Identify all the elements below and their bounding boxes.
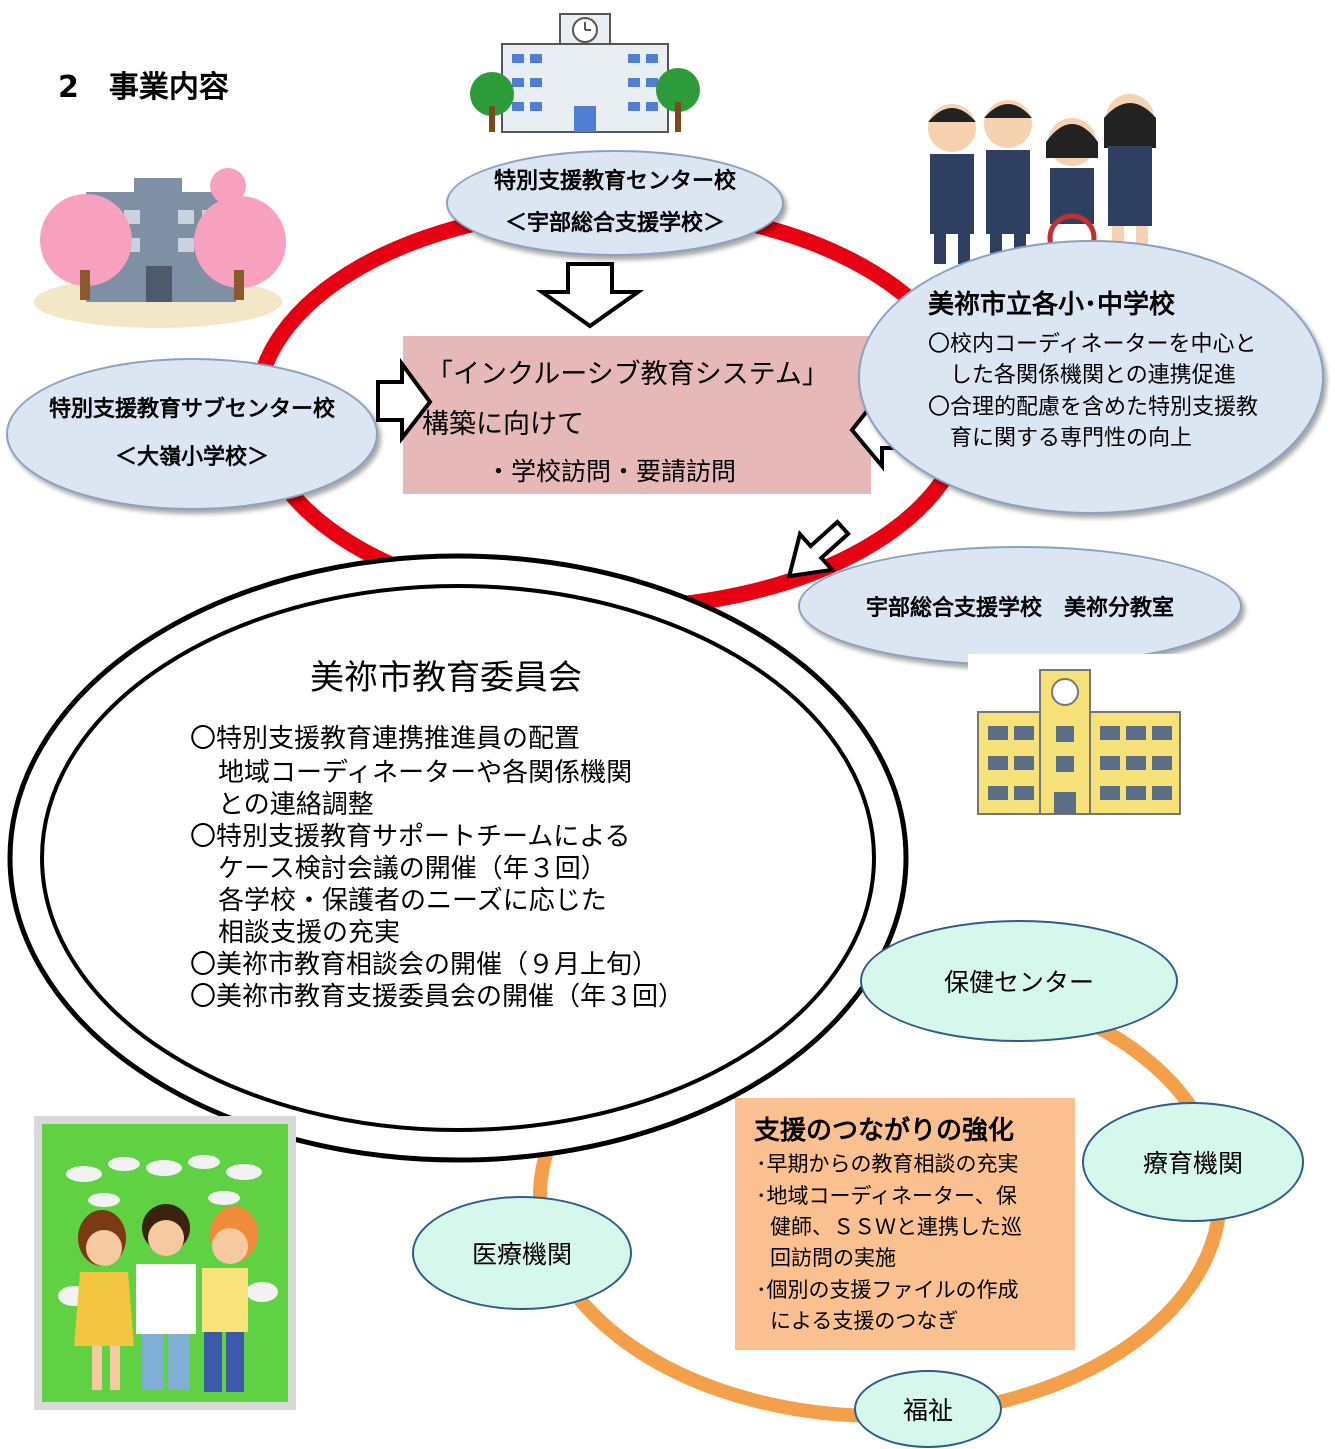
city-schools-item-1: 〇校内コーディネーターを中心と [928,332,1257,357]
diagonal-arrow-icon [786,519,851,579]
health-center-label: 保健センター [943,968,1094,997]
welfare-ellipse: 福祉 [854,1370,1002,1448]
board-line-8: 〇美祢市教育相談会の開催（９月上旬） [190,950,659,980]
support-box-line-5: ･個別の支援ファイルの作成 [756,1278,1019,1302]
support-box-line-4: 回訪問の実施 [770,1246,896,1270]
medical-ellipse: 医療機関 [412,1196,632,1310]
subcenter-school-sub: ＜大嶺小学校＞ [114,445,269,470]
board-line-9: 〇美祢市教育支援委員会の開催（年３回） [190,982,685,1012]
support-box-line-2: ･地域コーディネーター、保 [756,1184,1017,1208]
health-center-ellipse: 保健センター [860,920,1178,1042]
center-box-line3: ・学校訪問・要請訪問 [486,457,737,486]
support-box-title: 支援のつながりの強化 [754,1116,1015,1146]
welfare-label: 福祉 [902,1396,953,1425]
support-connection-box [735,1098,1075,1350]
city-schools-ellipse [858,240,1324,514]
support-box-line-1: ･早期からの教育相談の充実 [756,1152,1019,1176]
branch-building-illustration [977,669,1181,815]
board-line-2: 地域コーディネーターや各関係機関 [218,758,633,788]
center-box-line2: 構築に向けて [422,409,584,440]
therapy-ellipse: 療育機関 [1082,1102,1304,1222]
down-arrow-icon [535,262,645,329]
section-heading: 2 事業内容 [58,70,229,105]
board-line-3: との連絡調整 [218,790,374,820]
board-line-7: 相談支援の充実 [218,918,401,948]
board-line-6: 各学校・保護者のニーズに応じた [218,886,607,916]
branch-classroom-name: 宇部総合支援学校 美祢分教室 [865,596,1174,621]
board-line-5: ケース検討会議の開催（年３回） [218,854,607,884]
center-school-ellipse: 特別支援教育センター校 ＜宇部総合支援学校＞ [446,150,784,256]
center-box-line1: 「インクルーシブ教育システム」 [426,359,829,390]
city-schools-title: 美祢市立各小･中学校 [928,290,1176,320]
support-box-line-6: による支援のつなぎ [770,1309,959,1333]
children-illustration [34,1116,296,1410]
city-schools-item-2: した各関係機関との連携促進 [950,363,1236,388]
cherry-blossom-school-illustration [34,168,286,328]
board-line-1: 〇特別支援教育連携推進員の配置 [190,724,581,754]
school-building-illustration [470,13,700,133]
medical-label: 医療機関 [471,1240,572,1269]
board-line-4: 〇特別支援教育サポートチームによる [190,822,631,852]
right-arrow-icon [376,357,433,444]
students-illustration [922,88,1162,266]
therapy-label: 療育機関 [1142,1149,1243,1178]
city-schools-item-3: 〇合理的配慮を含めた特別支援教 [928,395,1259,420]
subcenter-school-ellipse: 特別支援教育サブセンター校 ＜大嶺小学校＞ [6,358,378,510]
subcenter-school-name: 特別支援教育サブセンター校 [48,397,335,422]
branch-classroom-ellipse: 宇部総合支援学校 美祢分教室 [798,546,1242,666]
support-box-line-3: 健師、ＳＳＷと連携した巡 [770,1215,1022,1239]
board-title: 美祢市教育委員会 [310,658,582,698]
city-schools-item-4: 育に関する専門性の向上 [950,426,1193,451]
center-school-sub: ＜宇部総合支援学校＞ [504,211,725,236]
center-school-name: 特別支援教育センター校 [493,169,736,194]
inclusive-education-box [403,336,871,494]
